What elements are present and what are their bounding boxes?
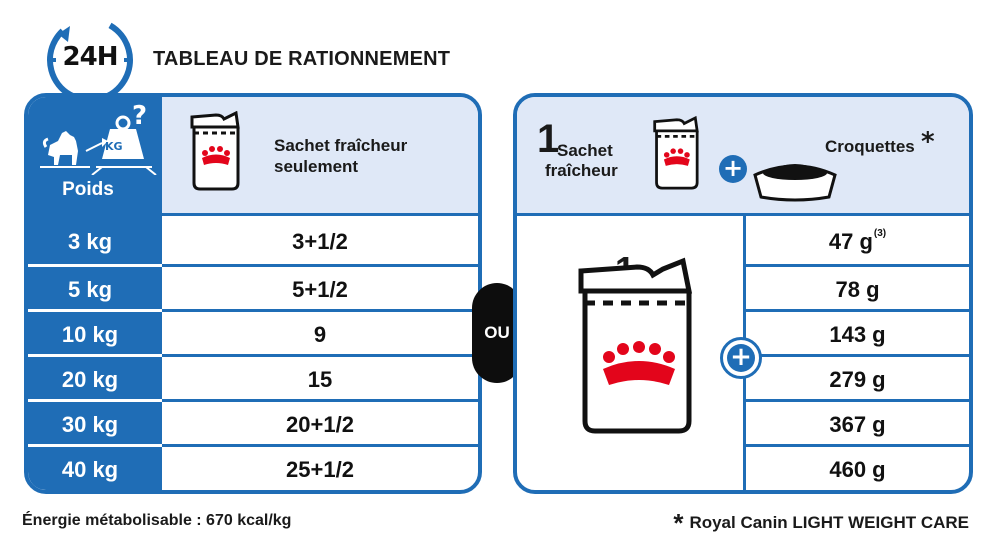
weight-cell: 5 kg bbox=[67, 277, 113, 302]
row-divider bbox=[28, 264, 478, 267]
mixed-header: 1 Sachet fraîcheur + Croquettes * bbox=[517, 97, 969, 216]
pouch-amount-cell: 20+1/2 bbox=[286, 412, 354, 437]
weight-cell: 10 kg bbox=[61, 322, 119, 347]
product-note-text: Royal Canin LIGHT WEIGHT CARE bbox=[689, 512, 969, 532]
row-divider bbox=[746, 354, 969, 357]
weight-cell: 40 kg bbox=[61, 457, 119, 482]
pouch-only-header: Sachet fraîcheur seulement bbox=[162, 97, 478, 216]
row-divider bbox=[28, 444, 478, 447]
plus-icon: + bbox=[719, 155, 747, 183]
kibble-amount-cell: 279 g bbox=[829, 367, 886, 392]
weight-header: KG ? Poids bbox=[28, 97, 162, 216]
pouch-count-header: 1 bbox=[537, 117, 560, 161]
kibble-label: Croquettes bbox=[825, 137, 915, 156]
pouch-label-line1: Sachet bbox=[557, 141, 613, 160]
kibble-asterisk: * bbox=[921, 127, 935, 157]
weight-cell: 30 kg bbox=[61, 412, 119, 437]
food-pouch-icon bbox=[190, 111, 240, 191]
table-row: 10 kg 9 bbox=[28, 312, 478, 357]
question-mark: ? bbox=[132, 101, 148, 131]
product-note: *Royal Canin LIGHT WEIGHT CARE bbox=[673, 508, 969, 539]
table-row: 47 g(3) bbox=[746, 219, 969, 264]
pouch-amount-cell: 9 bbox=[313, 322, 327, 347]
food-bowl-icon bbox=[753, 164, 837, 202]
kibble-amount-cell: 78 g bbox=[835, 277, 880, 302]
plus-icon: + bbox=[727, 344, 755, 372]
table-row: 3 kg 3+1/2 bbox=[28, 219, 478, 264]
pouch-amount-cell: 3+1/2 bbox=[292, 229, 348, 254]
pouch-amount-cell: 15 bbox=[307, 367, 333, 392]
kibble-amount-cell: 367 g bbox=[829, 412, 886, 437]
badge-24h: 24H bbox=[62, 42, 119, 72]
table-row: 78 g bbox=[746, 267, 969, 312]
table-row: 40 kg 25+1/2 bbox=[28, 447, 478, 490]
ration-table-mixed: 1 Sachet fraîcheur + Croquettes * 1 bbox=[513, 93, 973, 494]
pouch-label: Sachet fraîcheur bbox=[545, 141, 618, 181]
table-row: 367 g bbox=[746, 402, 969, 447]
kg-weight-label: KG bbox=[105, 140, 123, 153]
table-row: 30 kg 20+1/2 bbox=[28, 402, 478, 447]
page-title: TABLEAU DE RATIONNEMENT bbox=[153, 48, 451, 70]
food-pouch-icon bbox=[578, 257, 693, 434]
pouch-label-line2: fraîcheur bbox=[545, 161, 618, 180]
energy-note: Énergie métabolisable : 670 kcal/kg bbox=[22, 512, 292, 529]
food-pouch-icon bbox=[653, 115, 699, 190]
row-divider bbox=[28, 399, 478, 402]
row-divider bbox=[746, 399, 969, 402]
pouch-amount-cell: 5+1/2 bbox=[292, 277, 348, 302]
table-row: 143 g bbox=[746, 312, 969, 357]
ration-table-pouch-only: KG ? Poids Sachet fraîcheur seulement 3 … bbox=[24, 93, 482, 494]
pouch-only-label-line2: seulement bbox=[274, 157, 359, 176]
pouch-amount-cell: 25+1/2 bbox=[286, 457, 354, 482]
footnote-asterisk: * bbox=[673, 508, 684, 538]
table-row: 460 g bbox=[746, 447, 969, 490]
weight-cell: 3 kg bbox=[67, 229, 113, 254]
kibble-amount-cell: 47 g bbox=[828, 229, 873, 254]
weight-header-label: Poids bbox=[62, 179, 114, 200]
kibble-amount-cell: 460 g bbox=[829, 457, 886, 482]
dog-weight-icon bbox=[40, 115, 157, 175]
pouch-only-label-line1: Sachet fraîcheur bbox=[274, 136, 408, 155]
row-divider bbox=[746, 444, 969, 447]
weight-column bbox=[28, 97, 162, 490]
weight-cell: 20 kg bbox=[61, 367, 119, 392]
plus-icon-badge: + bbox=[720, 337, 762, 379]
row-divider bbox=[746, 264, 969, 267]
table-row: 5 kg 5+1/2 bbox=[28, 267, 478, 312]
pouch-only-label: Sachet fraîcheur seulement bbox=[274, 135, 407, 177]
row-divider bbox=[28, 354, 478, 357]
row-divider bbox=[28, 309, 478, 312]
footnote-ref: (3) bbox=[873, 228, 887, 239]
table-row: 20 kg 15 bbox=[28, 357, 478, 402]
row-divider bbox=[746, 309, 969, 312]
kibble-amount-cell: 143 g bbox=[829, 322, 886, 347]
table-row: 279 g bbox=[746, 357, 969, 402]
